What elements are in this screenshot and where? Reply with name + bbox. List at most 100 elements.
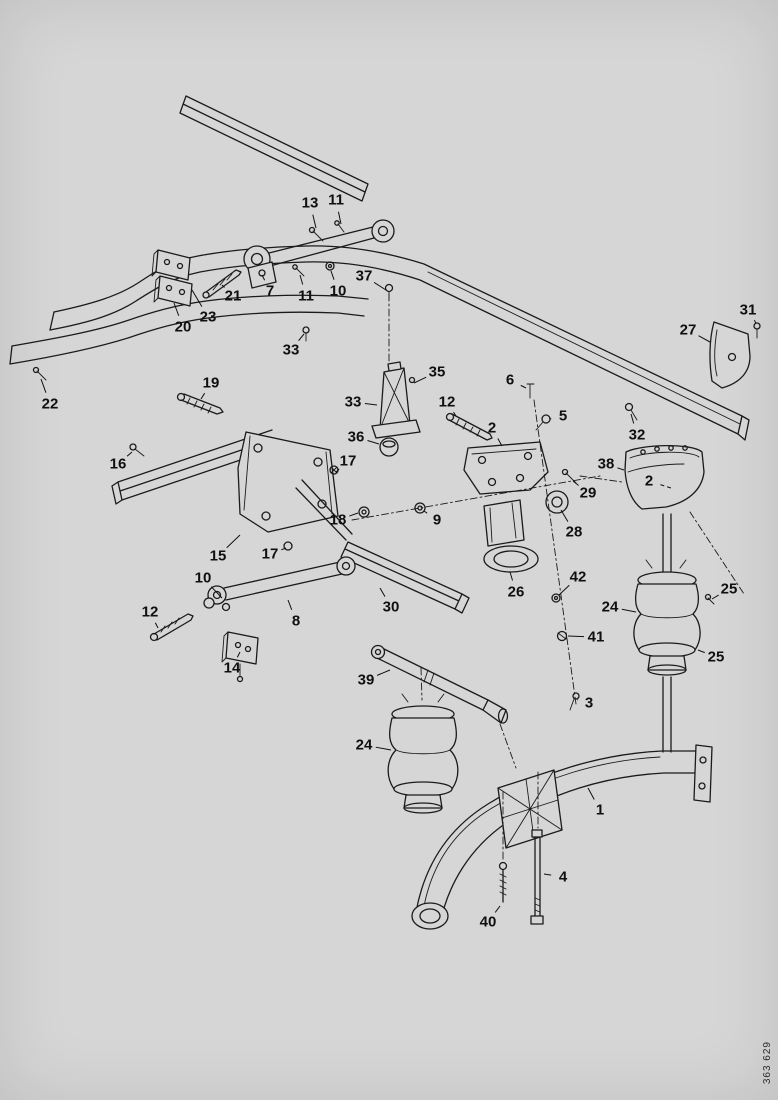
callout-leader-8 <box>287 599 293 610</box>
callout-8: 8 <box>292 613 300 630</box>
callout-31: 31 <box>740 302 757 319</box>
callout-35: 35 <box>429 364 446 381</box>
bracket-27 <box>709 321 751 389</box>
torque-rod-8 <box>203 556 356 612</box>
callout-33: 33 <box>283 342 300 359</box>
bushing-36 <box>379 437 399 457</box>
callout-leader-11 <box>337 211 342 225</box>
callout-28: 28 <box>566 524 583 541</box>
callout-leader-42 <box>558 584 570 596</box>
bolt-33-upper <box>302 326 310 342</box>
callout-12: 12 <box>439 394 456 411</box>
callout-leader-25 <box>697 649 705 654</box>
callout-10: 10 <box>330 283 347 300</box>
air-spring-right-24 <box>633 513 715 753</box>
callout-leader-4 <box>543 873 552 876</box>
frame-rail-right <box>49 245 750 441</box>
callout-13: 13 <box>302 195 319 212</box>
callout-leader-33 <box>364 402 378 406</box>
callout-30: 30 <box>383 599 400 616</box>
bracket-14 <box>221 631 259 683</box>
frame-rail-left <box>9 294 369 365</box>
callout-leader-35 <box>413 376 427 384</box>
callout-38: 38 <box>598 456 615 473</box>
callout-26: 26 <box>508 584 525 601</box>
bolt-40 <box>498 861 508 903</box>
trailing-arm-1 <box>411 744 713 930</box>
callout-leader-1 <box>587 787 595 800</box>
callout-41: 41 <box>588 629 605 646</box>
callout-25: 25 <box>708 649 725 666</box>
callout-leader-24 <box>621 608 637 613</box>
callout-leader-30 <box>379 587 386 597</box>
callout-22: 22 <box>42 396 59 413</box>
callout-2: 2 <box>645 473 653 490</box>
callout-6: 6 <box>506 372 514 389</box>
callout-leader-37 <box>373 282 387 291</box>
callout-14: 14 <box>224 660 241 677</box>
callout-20: 20 <box>175 319 192 336</box>
callout-27: 27 <box>680 322 697 339</box>
callout-leader-29 <box>572 480 579 486</box>
callout-leader-32 <box>630 413 635 424</box>
callout-leader-17 <box>281 547 287 551</box>
callout-39: 39 <box>358 672 375 689</box>
callout-32: 32 <box>629 427 646 444</box>
center-bracket-cluster <box>414 383 577 573</box>
callout-leader-20 <box>173 302 180 316</box>
callout-12: 12 <box>142 604 159 621</box>
callout-leader-12 <box>154 622 159 629</box>
callout-10: 10 <box>195 570 212 587</box>
callout-16: 16 <box>110 456 127 473</box>
callout-leader-40 <box>494 905 501 913</box>
callout-24: 24 <box>602 599 619 616</box>
callout-leader-22 <box>40 378 47 393</box>
callout-18: 18 <box>330 512 347 529</box>
callout-24: 24 <box>356 737 373 754</box>
callout-leader-36 <box>367 440 380 445</box>
bracket-38 <box>624 444 705 510</box>
callout-leader-38 <box>617 467 625 471</box>
callout-7: 7 <box>266 283 274 300</box>
bolt-19 <box>176 392 224 415</box>
callout-leader-27 <box>698 335 711 343</box>
callout-leader-23 <box>191 289 203 307</box>
shock-tower-33 <box>371 361 421 439</box>
callout-leader-26 <box>509 571 514 581</box>
callout-leader-15 <box>226 534 241 549</box>
callout-4: 4 <box>559 869 568 886</box>
callout-leader-28 <box>560 509 569 522</box>
callout-15: 15 <box>210 548 227 565</box>
callout-23: 23 <box>200 309 217 326</box>
callout-11: 11 <box>298 288 314 305</box>
callout-leader-13 <box>312 214 317 229</box>
callout-9: 9 <box>433 512 441 529</box>
callout-29: 29 <box>580 485 597 502</box>
callout-leader-41 <box>567 635 585 638</box>
callout-leader-33 <box>298 333 305 342</box>
mounting-plate-15 <box>237 431 370 551</box>
bolt-31 <box>753 322 761 339</box>
callout-leader-18 <box>349 512 359 517</box>
callout-1: 1 <box>596 802 604 819</box>
callout-leader-2 <box>660 484 672 489</box>
alignment-axis-lines <box>351 293 745 863</box>
callout-leader-25 <box>711 594 719 600</box>
callout-17: 17 <box>340 453 357 470</box>
callout-5: 5 <box>559 408 567 425</box>
callout-25: 25 <box>721 581 738 598</box>
callout-leader-19 <box>200 392 206 400</box>
callout-19: 19 <box>203 375 220 392</box>
bolt-16 <box>129 443 145 457</box>
crossmember-beam-30 <box>340 541 470 614</box>
callout-leader-7 <box>261 274 266 281</box>
bolt-21 <box>202 269 242 299</box>
frame-bracket-20-23 <box>151 249 193 307</box>
callout-leader-17 <box>335 468 340 473</box>
callout-37: 37 <box>356 268 373 285</box>
callout-leader-9 <box>423 510 428 514</box>
callout-11: 11 <box>328 192 344 209</box>
